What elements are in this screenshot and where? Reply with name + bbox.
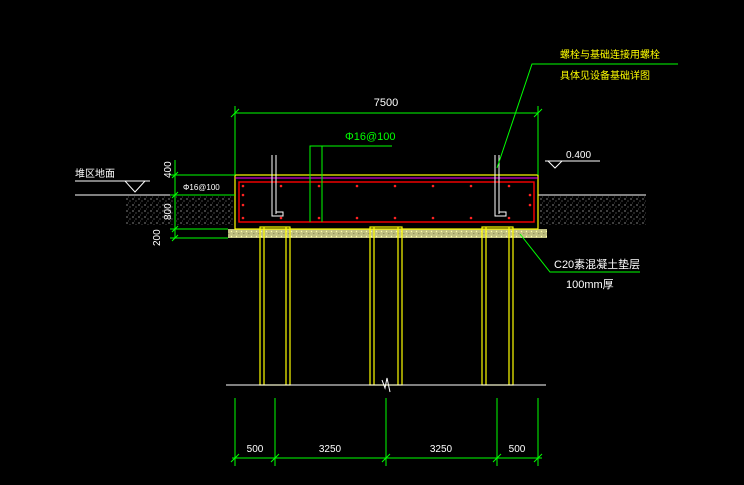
rebar-side-label: Φ16@100 bbox=[183, 183, 220, 192]
rebar-main-label: Φ16@100 bbox=[345, 131, 396, 143]
ground-fill-left bbox=[125, 195, 235, 225]
ground-fill-right bbox=[538, 195, 646, 225]
rebar-dot bbox=[317, 184, 321, 188]
rebar-dot bbox=[279, 184, 283, 188]
dim-top-label: 400 bbox=[163, 161, 174, 178]
rebar-dot bbox=[279, 216, 283, 220]
vertical-dimension bbox=[170, 160, 235, 242]
rebar-dot bbox=[241, 216, 245, 220]
anchor-bolt-right bbox=[494, 155, 507, 217]
rebar-dot bbox=[241, 203, 245, 207]
total-width-label: 7500 bbox=[374, 97, 398, 109]
note-line-1: 螺栓与基础连接用螺栓 bbox=[560, 48, 660, 61]
foundation-body bbox=[234, 174, 539, 230]
piles bbox=[259, 226, 514, 386]
dim-bottom-4-label: 500 bbox=[509, 444, 526, 455]
rebar-dot bbox=[507, 216, 511, 220]
rebar-dot bbox=[469, 216, 473, 220]
rebar-dot bbox=[241, 184, 245, 188]
rebar-dot bbox=[431, 216, 435, 220]
dim-bottom-1-label: 500 bbox=[247, 444, 264, 455]
ground-label: 堆区地面 bbox=[75, 167, 115, 180]
rebar-dot bbox=[355, 184, 359, 188]
rebar-dot bbox=[355, 216, 359, 220]
rebar-dot bbox=[393, 184, 397, 188]
note-leader bbox=[496, 63, 678, 169]
cushion-label-1: C20素混凝土垫层 bbox=[554, 257, 640, 271]
rebar-leader bbox=[309, 145, 392, 222]
total-width-dimension bbox=[230, 106, 543, 175]
dim-mid-label: 800 bbox=[163, 203, 174, 220]
rebar-dot bbox=[393, 216, 397, 220]
rebar-cage bbox=[238, 181, 535, 223]
cushion-layer bbox=[228, 229, 547, 238]
dim-bottom-2-label: 3250 bbox=[319, 444, 342, 455]
level-mark bbox=[545, 160, 600, 169]
ground-mark bbox=[75, 180, 150, 193]
cushion-leader bbox=[519, 233, 640, 273]
anchor-bolt-left bbox=[271, 155, 284, 217]
note-line-2: 具体见设备基础详图 bbox=[560, 69, 650, 82]
rebar-dot bbox=[431, 184, 435, 188]
cushion-label-2: 100mm厚 bbox=[566, 278, 614, 291]
break-mark bbox=[381, 377, 391, 393]
rebar-dots bbox=[241, 184, 532, 220]
rebar-dot bbox=[317, 216, 321, 220]
rebar-dot bbox=[528, 203, 532, 207]
rebar-dot bbox=[507, 184, 511, 188]
rebar-dot bbox=[528, 193, 532, 197]
dim-bottom-label: 200 bbox=[152, 229, 163, 246]
rebar-dot bbox=[469, 184, 473, 188]
dim-bottom-3-label: 3250 bbox=[430, 444, 453, 455]
bottom-dimension bbox=[230, 398, 543, 466]
level-label: 0.400 bbox=[566, 150, 591, 161]
rebar-dot bbox=[241, 193, 245, 197]
